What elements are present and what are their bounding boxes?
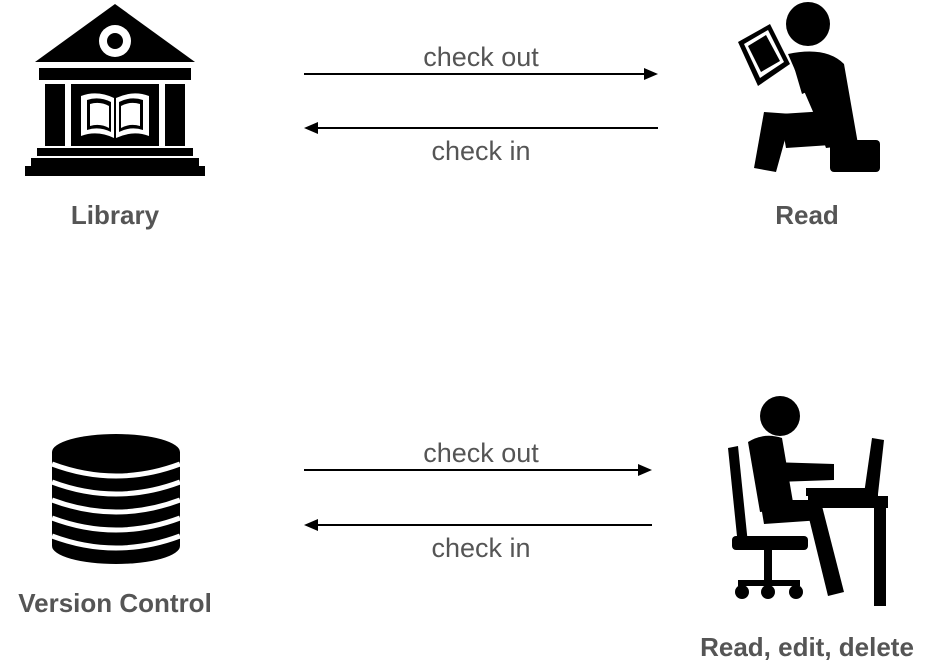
top-check-out-label: check out bbox=[423, 42, 539, 72]
library-label: Library bbox=[70, 200, 160, 230]
read-label: Read bbox=[775, 200, 839, 230]
person-at-laptop-icon bbox=[728, 396, 888, 606]
read-edit-delete-label: Read, edit, delete bbox=[700, 632, 914, 662]
bottom-check-in-label: check in bbox=[431, 533, 531, 563]
reading-person-icon bbox=[738, 2, 880, 172]
top-check-in-label: check in bbox=[431, 136, 531, 166]
library-icon bbox=[25, 4, 205, 176]
version-control-label: Version Control bbox=[18, 588, 212, 618]
bottom-check-out-label: check out bbox=[423, 438, 539, 468]
database-icon bbox=[51, 434, 181, 564]
